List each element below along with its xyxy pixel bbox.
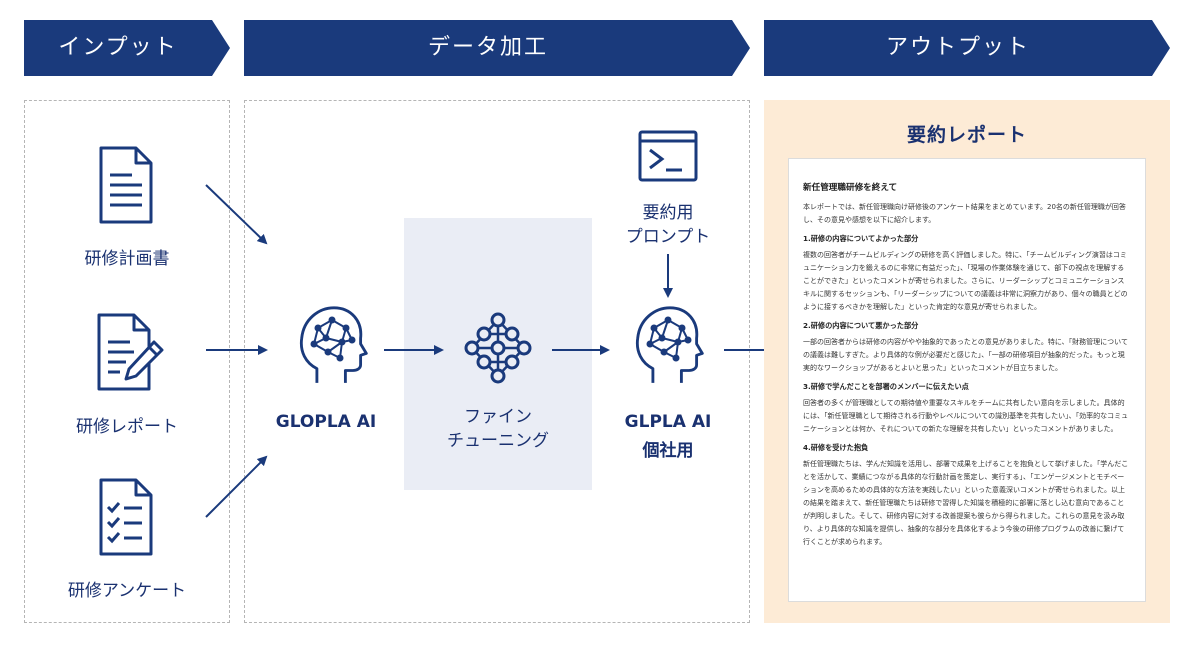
neural-network-icon bbox=[464, 312, 532, 384]
processing-panel bbox=[244, 100, 750, 623]
report-panel-title: 要約レポート bbox=[906, 124, 1027, 146]
report-section-body: 複数の回答者がチームビルディングの研修を高く評価しました。特に、「チームビルディ… bbox=[803, 251, 1128, 311]
custom-ai-head-icon bbox=[635, 306, 704, 383]
custom-ai-label-line1: GLPLA AI bbox=[624, 412, 712, 432]
input-label-survey: 研修アンケート bbox=[67, 581, 187, 601]
prompt-label-line2: プロンプト bbox=[625, 227, 711, 247]
document-icon bbox=[99, 146, 153, 224]
input-label-report: 研修レポート bbox=[76, 417, 178, 437]
banner-input: インプット bbox=[24, 20, 230, 76]
banner-processing: データ加工 bbox=[244, 20, 750, 76]
report-section-body: 一部の回答者からは研修の内容がやや抽象的であったとの意見がありました。特に、「財… bbox=[803, 338, 1128, 372]
report-intro: 本レポートでは、新任管理職向け研修後のアンケート結果をまとめています。20名の新… bbox=[803, 203, 1126, 224]
report-section-heading: 1.研修の内容についてよかった部分 bbox=[803, 234, 919, 243]
report-section-heading: 2.研修の内容について悪かった部分 bbox=[803, 321, 919, 330]
finetune-label-line1: ファイン bbox=[464, 407, 532, 427]
report-section-heading: 3.研修で学んだことを部署のメンバーに伝えたい点 bbox=[803, 382, 969, 391]
banner-processing-label: データ加工 bbox=[427, 35, 548, 60]
base-ai-label: GLOPLA AI bbox=[275, 412, 377, 432]
document-edit-icon bbox=[97, 313, 164, 391]
arrow-plan-to-ai bbox=[205, 184, 268, 245]
ai-head-icon bbox=[299, 306, 368, 383]
report-panel: 要約レポート 新任管理職研修を終えて 本レポートでは、新任管理職向け研修後のアン… bbox=[764, 100, 1170, 623]
report-section-heading: 4.研修を受けた抱負 bbox=[803, 443, 869, 452]
custom-ai-label-line2: 個社用 bbox=[642, 441, 694, 461]
report-document: 新任管理職研修を終えて 本レポートでは、新任管理職向け研修後のアンケート結果をま… bbox=[788, 158, 1146, 602]
banner-output-label: アウトプット bbox=[885, 35, 1030, 60]
arrow-survey-to-ai bbox=[205, 455, 268, 518]
report-section-body: 回答者の多くが管理職としての期待値や重要なスキルをチームに共有したい意向を示しま… bbox=[803, 399, 1129, 433]
banner-output: アウトプット bbox=[764, 20, 1170, 76]
input-label-plan: 研修計画書 bbox=[84, 249, 170, 269]
terminal-icon bbox=[638, 130, 698, 182]
checklist-icon bbox=[99, 478, 153, 556]
report-section-body: 新任管理職たちは、学んだ知識を活用し、部署で成果を上げることを抱負として挙げまし… bbox=[803, 460, 1129, 546]
input-panel bbox=[24, 100, 230, 623]
banner-input-label: インプット bbox=[58, 35, 178, 60]
prompt-label-line1: 要約用 bbox=[642, 203, 694, 223]
report-doc-title: 新任管理職研修を終えて bbox=[803, 183, 898, 193]
finetune-label-line2: チューニング bbox=[447, 431, 549, 451]
